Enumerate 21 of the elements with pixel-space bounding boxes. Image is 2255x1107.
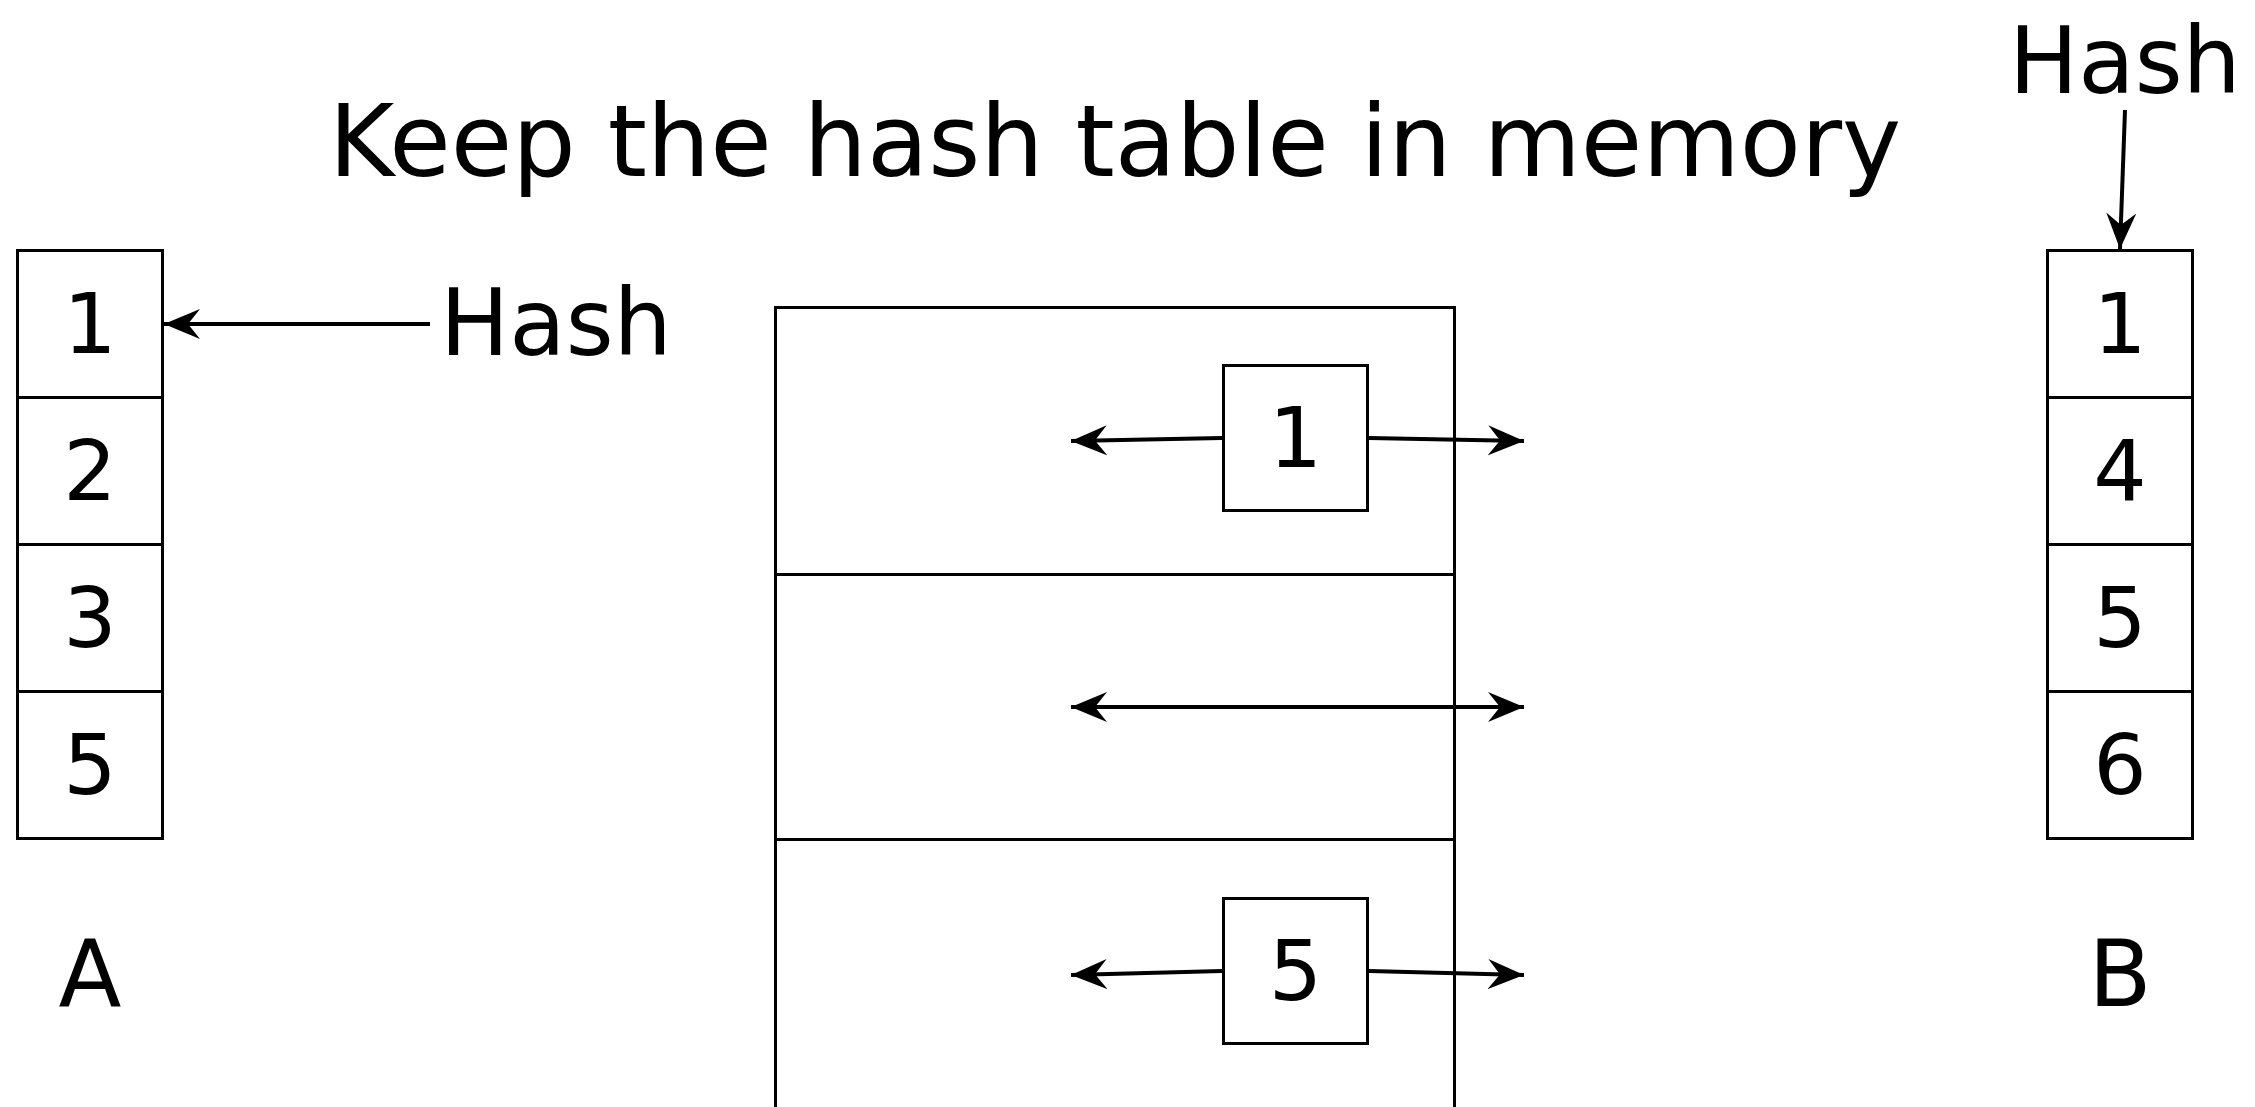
table-cell: 1 <box>1222 364 1369 512</box>
arrow <box>1368 425 1525 456</box>
table-cell: 3 <box>16 543 164 693</box>
table-cell: 5 <box>16 690 164 840</box>
table-cell: 6 <box>2046 690 2194 840</box>
arrow <box>1070 959 1223 990</box>
hash-label: Hash <box>2010 14 2240 110</box>
hash-label: Hash <box>436 276 676 372</box>
arrow <box>164 309 430 339</box>
table-cell: 1 <box>2046 249 2194 399</box>
table-cell: 1 <box>16 249 164 399</box>
table-cell: 2 <box>16 396 164 546</box>
arrow <box>1368 959 1525 990</box>
table-cell: 5 <box>2046 543 2194 693</box>
table-cell: 5 <box>1222 897 1369 1045</box>
table-name-label: A <box>58 929 122 1021</box>
arrow <box>2106 109 2137 250</box>
table-cell: 4 <box>2046 396 2194 546</box>
arrow <box>1070 425 1223 456</box>
table-name-label: B <box>2088 929 2152 1021</box>
title: Keep the hash table in memory <box>328 83 1902 200</box>
